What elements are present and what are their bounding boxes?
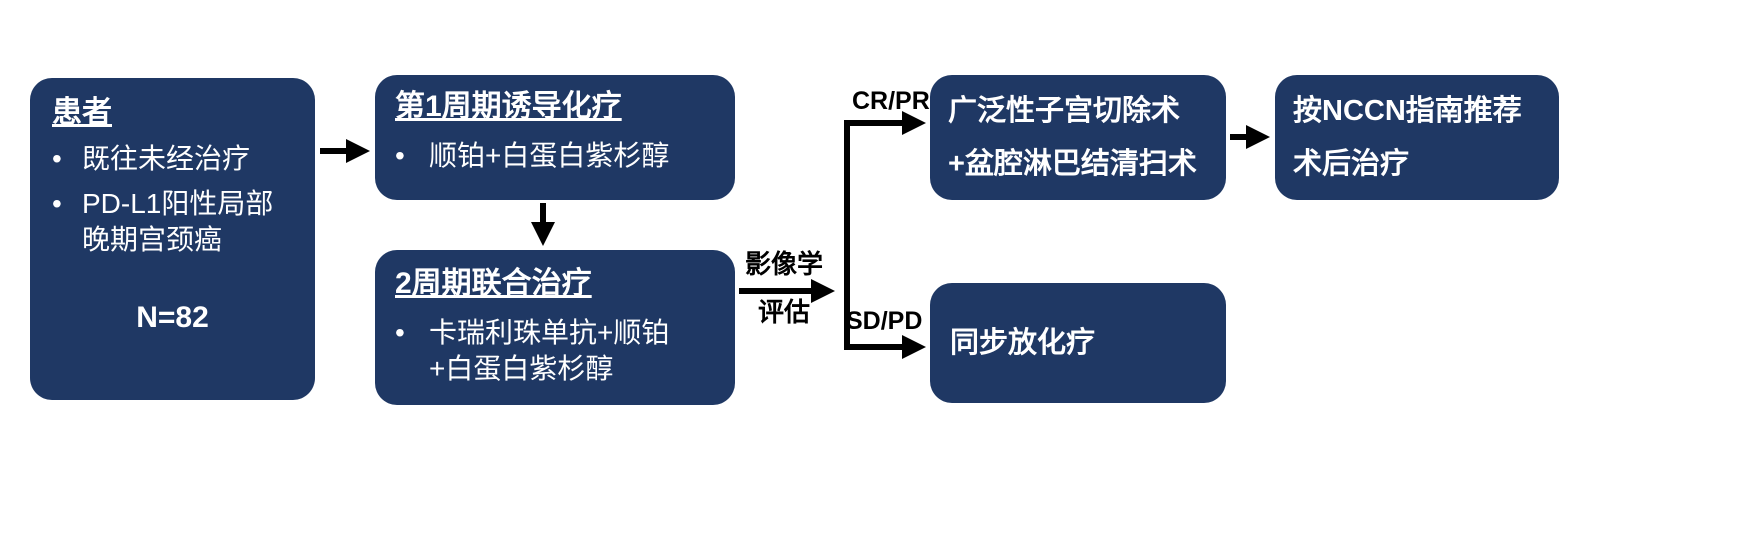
patients-bullet-2: • PD-L1阳性局部晚期宫颈癌 <box>52 186 293 259</box>
patients-n-count: N=82 <box>136 300 209 334</box>
combination-therapy-box: 2周期联合治疗 • 卡瑞利珠单抗+顺铂+白蛋白紫杉醇 <box>375 250 735 405</box>
nccn-box: 按NCCN指南推荐术后治疗 <box>1275 75 1559 200</box>
induction-bullet-1: • 顺铂+白蛋白紫杉醇 <box>395 138 715 174</box>
bullet-icon: • <box>52 142 62 174</box>
nccn-text: 按NCCN指南推荐术后治疗 <box>1293 95 1522 180</box>
surgery-box: 广泛性子宫切除术+盆腔淋巴结清扫术 <box>930 75 1226 200</box>
patients-bullet-2-text: PD-L1阳性局部晚期宫颈癌 <box>82 187 274 256</box>
induction-bullet-1-text: 顺铂+白蛋白紫杉醇 <box>429 139 670 171</box>
imaging-assessment-label-line1: 影像学 <box>744 249 823 279</box>
imaging-assessment-label-line2: 评估 <box>757 297 810 327</box>
patients-bullet-1-text: 既往未经治疗 <box>82 142 251 174</box>
concurrent-crt-text: 同步放化疗 <box>950 326 1096 359</box>
bullet-icon: • <box>52 187 62 219</box>
bullet-icon: • <box>395 316 405 348</box>
surgery-text: 广泛性子宫切除术+盆腔淋巴结清扫术 <box>948 95 1197 180</box>
patients-box: 患者 • 既往未经治疗 • PD-L1阳性局部晚期宫颈癌 N=82 <box>30 78 315 400</box>
cr-pr-branch-label: CR/PR <box>852 87 930 115</box>
bullet-icon: • <box>395 139 405 171</box>
combination-bullet-1: • 卡瑞利珠单抗+顺铂+白蛋白紫杉醇 <box>395 315 715 388</box>
patients-title: 患者 <box>52 96 112 129</box>
combination-bullet-1-text: 卡瑞利珠单抗+顺铂+白蛋白紫杉醇 <box>429 316 670 384</box>
induction-chemo-box: 第1周期诱导化疗 • 顺铂+白蛋白紫杉醇 <box>375 75 735 200</box>
patients-bullet-1: • 既往未经治疗 <box>52 141 293 177</box>
combination-title: 2周期联合治疗 <box>395 267 592 300</box>
concurrent-crt-box: 同步放化疗 <box>930 283 1226 403</box>
sd-pd-branch-label: SD/PD <box>846 307 923 335</box>
induction-title: 第1周期诱导化疗 <box>395 90 622 123</box>
